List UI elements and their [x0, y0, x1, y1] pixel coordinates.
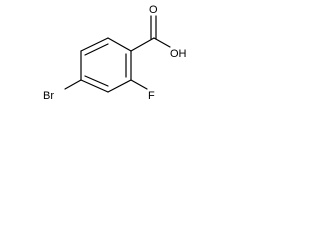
ring-bond-bottom-left [80, 79, 109, 93]
ring-to-fluorine-bond [130, 79, 148, 90]
chemical-structure: O OH F Br [43, 4, 187, 102]
ring-bond-top-right [107, 37, 132, 52]
fluorine-label: F [148, 90, 155, 102]
ring-to-carboxyl-bond [130, 37, 155, 52]
ring-bond-top-left-inner [84, 43, 109, 56]
ring-to-bromine-bond [64, 79, 82, 90]
benzene-ring [80, 37, 132, 93]
carbon-to-hydroxyl-bond [153, 37, 171, 48]
ring-bond-bottom-left-inner [84, 75, 109, 87]
ring-bond-top-left [80, 37, 109, 52]
ring-bond-bottom-right [107, 79, 132, 93]
carbonyl-oxygen-label: O [149, 4, 158, 16]
hydroxyl-label: OH [170, 48, 187, 60]
carboxyl-group [130, 15, 171, 52]
bromine-label: Br [43, 90, 54, 102]
